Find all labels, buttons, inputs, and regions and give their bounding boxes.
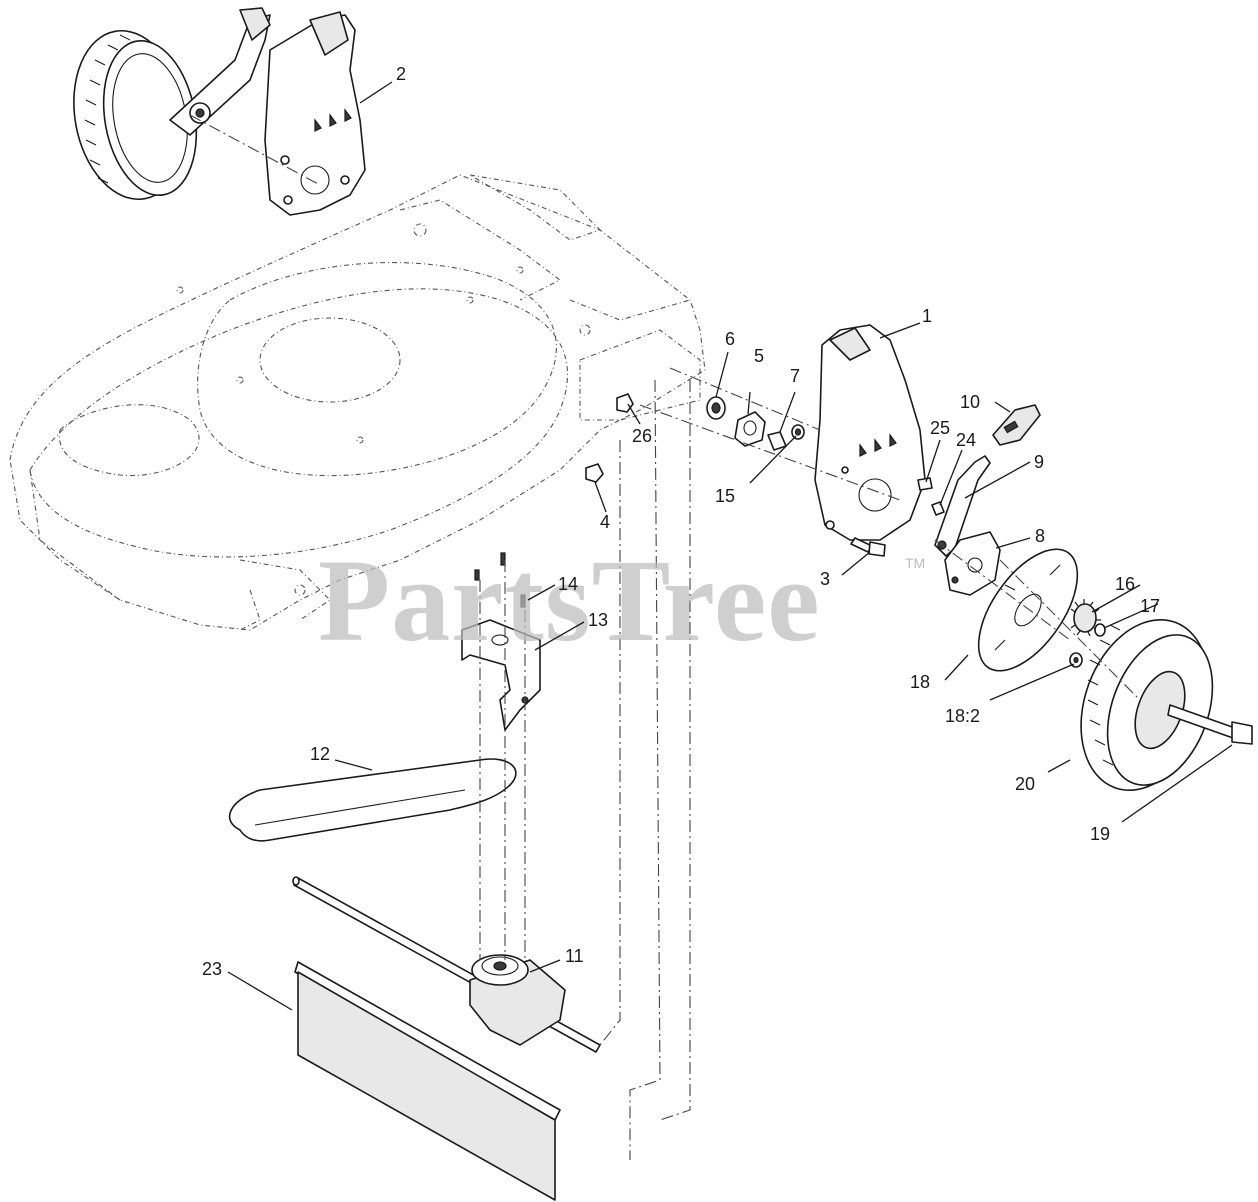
callout-17: 17 bbox=[1140, 596, 1160, 616]
wheel-bolt-19 bbox=[1167, 704, 1253, 745]
callout-10: 10 bbox=[960, 392, 980, 412]
gear-16 bbox=[1070, 599, 1101, 637]
callout-2: 2 bbox=[396, 64, 406, 84]
callout-14: 14 bbox=[558, 574, 578, 594]
callout-19: 19 bbox=[1090, 824, 1110, 844]
spacer-7 bbox=[767, 431, 787, 451]
wheel-20 bbox=[1080, 618, 1214, 792]
bearing-5 bbox=[734, 411, 766, 447]
nut-4 bbox=[585, 463, 604, 483]
callout-18: 18 bbox=[910, 672, 930, 692]
callout-6: 6 bbox=[725, 329, 735, 349]
callout-1: 1 bbox=[922, 306, 932, 326]
callout-labels: 2 1 3 4 5 6 7 8 9 10 11 12 13 14 15 16 1… bbox=[202, 64, 1160, 979]
callout-7: 7 bbox=[790, 366, 800, 386]
callout-11: 11 bbox=[565, 946, 584, 966]
callout-4: 4 bbox=[600, 512, 610, 532]
callout-9: 9 bbox=[1034, 452, 1044, 472]
washer-15 bbox=[791, 424, 805, 440]
washer-18-2 bbox=[1069, 652, 1083, 668]
height-adjust-bracket-right bbox=[814, 324, 926, 541]
transmission-11 bbox=[469, 954, 566, 1046]
bolt-25 bbox=[917, 477, 933, 491]
mower-deck bbox=[9, 174, 706, 631]
wheel-cover-18 bbox=[977, 548, 1079, 672]
drive-belt-12 bbox=[228, 758, 517, 842]
callout-26: 26 bbox=[632, 426, 652, 446]
leader-lines bbox=[227, 81, 1233, 1011]
callout-3: 3 bbox=[820, 569, 830, 589]
watermark-text: PartsTree bbox=[318, 535, 821, 666]
height-adjust-bracket-left bbox=[264, 11, 366, 216]
callout-23: 23 bbox=[202, 959, 222, 979]
callout-16: 16 bbox=[1115, 574, 1135, 594]
retainer-17 bbox=[1094, 623, 1106, 637]
callout-8: 8 bbox=[1035, 526, 1045, 546]
pivot-plate-8 bbox=[944, 531, 1001, 596]
callout-13: 13 bbox=[588, 610, 608, 630]
callout-5: 5 bbox=[754, 346, 764, 366]
watermark: PartsTree TM bbox=[318, 535, 925, 666]
callout-15: 15 bbox=[715, 486, 735, 506]
phantom-lines bbox=[189, 114, 1141, 1160]
rear-wheel-left bbox=[73, 7, 271, 201]
callout-25: 25 bbox=[930, 418, 950, 438]
screw-24 bbox=[931, 501, 945, 516]
callout-24: 24 bbox=[956, 430, 976, 450]
callout-18-2: 18:2 bbox=[945, 706, 980, 726]
bushing-6 bbox=[706, 396, 726, 420]
trademark-text: TM bbox=[905, 555, 925, 571]
bolt-3 bbox=[850, 537, 886, 557]
lever-handle-10 bbox=[992, 404, 1041, 446]
callout-12: 12 bbox=[310, 744, 330, 764]
callout-20: 20 bbox=[1015, 774, 1035, 794]
rear-flap-23 bbox=[294, 961, 561, 1201]
